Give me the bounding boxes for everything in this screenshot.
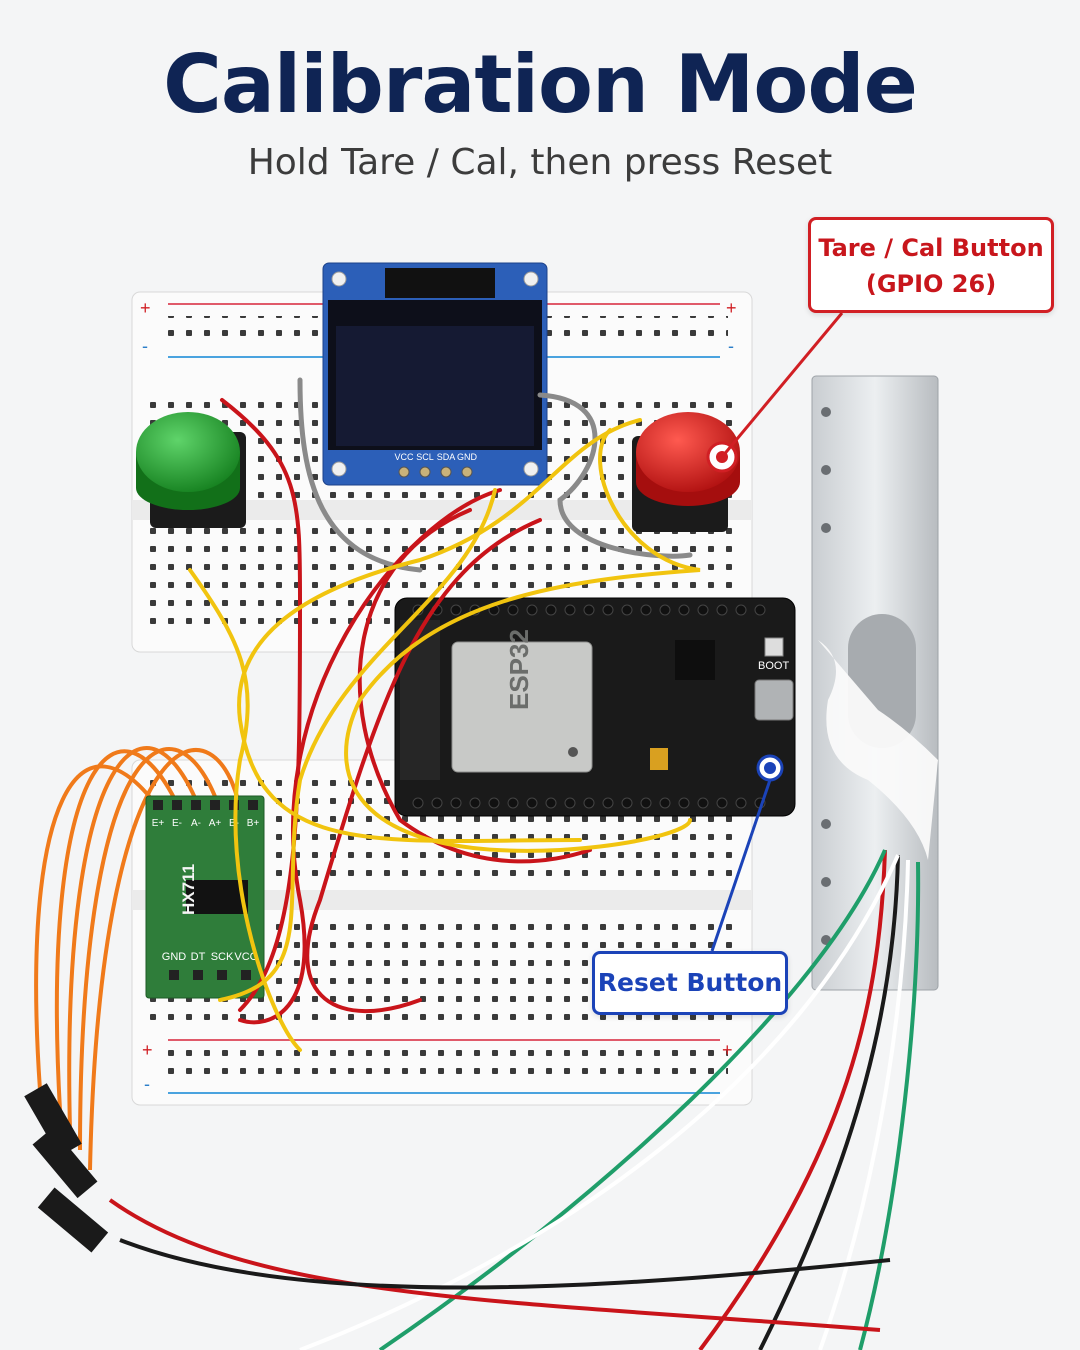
esp32-pin (450, 604, 462, 616)
esp32-board (394, 597, 796, 817)
hx711-pin-label: E+ (152, 818, 165, 829)
esp32-pin (507, 797, 519, 809)
hx711-pin (210, 800, 220, 810)
esp32-pin (678, 604, 690, 616)
hx711-pin (172, 800, 182, 810)
esp32-pin (716, 797, 728, 809)
esp32-pin (526, 797, 538, 809)
rail-plus-label: + (726, 298, 737, 318)
hx711-pin-label: B+ (247, 818, 260, 829)
esp32-pin (507, 604, 519, 616)
esp32-pin (583, 797, 595, 809)
oled-pin-label: SDA (437, 452, 456, 462)
hx711-pin (169, 970, 179, 980)
wires (188, 377, 701, 1052)
hx711-pin (191, 800, 201, 810)
esp32-pin (697, 604, 709, 616)
hx711-pin (248, 800, 258, 810)
tare-callout-leader (720, 312, 844, 458)
oled-pin (398, 466, 410, 478)
esp32-pin (545, 604, 557, 616)
dupont-connectors (24, 1083, 891, 1332)
oled-pin-label: GND (457, 452, 478, 462)
esp32-pin (583, 604, 595, 616)
esp32-pin (469, 797, 481, 809)
rail-minus-label: - (728, 336, 734, 356)
hx711-pin-label: SCK (211, 951, 234, 963)
load-cell (811, 375, 939, 991)
esp32-pin (754, 604, 766, 616)
esp32-pin (412, 797, 424, 809)
tare-callout-line2: (GPIO 26) (865, 270, 997, 298)
page-title: Calibration Mode (163, 38, 918, 131)
esp32-pin (640, 797, 652, 809)
esp32-pin (564, 797, 576, 809)
hx711-pin (153, 800, 163, 810)
esp32-pin (450, 797, 462, 809)
esp32-pin (545, 797, 557, 809)
rail-minus-label: - (142, 336, 148, 356)
oled-pin (440, 466, 452, 478)
rail-plus-label: + (140, 298, 151, 318)
hx711-pin-label: VCC (234, 951, 257, 963)
rail-plus-label: + (722, 1040, 733, 1060)
reset-callout-leader (710, 779, 772, 952)
hx711-pin (217, 970, 227, 980)
hx711-pin (241, 970, 251, 980)
hx711-pin-label: GND (162, 951, 187, 963)
hx711-pin-label: A+ (209, 818, 222, 829)
esp32-pin (659, 604, 671, 616)
hx711-pin-label: DT (191, 951, 206, 963)
oled-pin (461, 466, 473, 478)
oled-pin (419, 466, 431, 478)
tare-cal-button[interactable] (632, 412, 740, 532)
esp32-pin (659, 797, 671, 809)
reset-button[interactable] (756, 754, 784, 782)
reset-callout-label: Reset Button (597, 968, 783, 997)
rail-plus-label: + (142, 1040, 153, 1060)
oled-pin-label: VCC (394, 452, 414, 462)
esp32-pin (697, 797, 709, 809)
esp32-pin (602, 604, 614, 616)
green-button[interactable] (136, 412, 246, 528)
esp32-pin (564, 604, 576, 616)
hx711-pin-label: A- (191, 818, 201, 829)
reset-callout: Reset Button (592, 951, 788, 1015)
esp32-chip-label: ESP32 (504, 629, 534, 710)
esp32-pin (678, 797, 690, 809)
esp32-pin (621, 604, 633, 616)
esp32-pin (526, 604, 538, 616)
esp32-pin (621, 797, 633, 809)
hx711-orange-wires (34, 746, 242, 1171)
esp32-pin (640, 604, 652, 616)
esp32-pin (431, 797, 443, 809)
esp32-pin (735, 604, 747, 616)
hx711-label: HX711 (179, 864, 198, 915)
rail-minus-label: - (144, 1074, 150, 1094)
esp32-pin (735, 797, 747, 809)
boot-label: BOOT (758, 660, 789, 672)
hx711-pin (193, 970, 203, 980)
tare-cal-callout: Tare / Cal Button (GPIO 26) (808, 217, 1054, 313)
esp32-pin (602, 797, 614, 809)
esp32-pin (716, 604, 728, 616)
oled-pin-label: SCL (416, 452, 434, 462)
hx711-pin-label: E- (172, 818, 182, 829)
page-subtitle: Hold Tare / Cal, then press Reset (247, 142, 833, 183)
tare-callout-line1: Tare / Cal Button (818, 234, 1044, 262)
esp32-pin (488, 797, 500, 809)
